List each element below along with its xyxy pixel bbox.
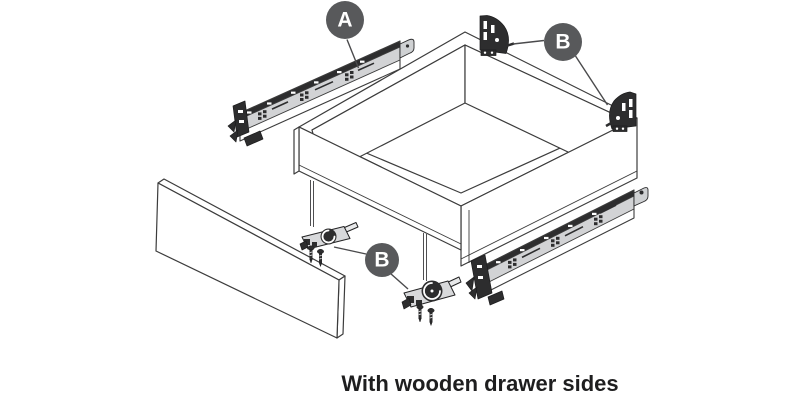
- slide-right-rear-tip: [633, 187, 649, 207]
- rear-bracket-top: [479, 15, 515, 56]
- drawer-box: [293, 31, 638, 267]
- badge-b-top: B: [544, 23, 582, 61]
- slide-right-flange-slots: [496, 212, 597, 264]
- slide-left-flange-slots: [247, 60, 365, 114]
- badge-b-top-label: B: [555, 31, 570, 54]
- badge-a-label: A: [337, 9, 352, 32]
- screw: [317, 249, 324, 268]
- screw: [416, 304, 424, 323]
- screw: [427, 308, 435, 327]
- alignment-guide-lines: [310, 180, 427, 281]
- slide-left-front-hooks: [227, 100, 264, 147]
- slide-right-front-hooks: [465, 254, 505, 306]
- locking-device-left: [299, 222, 359, 268]
- slide-left-hole-clusters: [258, 71, 354, 120]
- badge-a: A: [326, 1, 364, 39]
- screw: [307, 245, 315, 264]
- rear-bracket-right: [605, 91, 637, 132]
- leader-lines: [333, 39, 609, 290]
- locking-device-right: [401, 276, 462, 327]
- slide-left-rear-tip: [399, 38, 415, 59]
- slide-right-hole-clusters: [508, 215, 603, 269]
- caption: With wooden drawer sides: [341, 371, 618, 396]
- drawer-slide-right: [465, 187, 649, 306]
- badge-b-bottom: B: [365, 243, 399, 277]
- badge-b-bottom-label: B: [374, 249, 389, 272]
- drawer-slide-left: [227, 38, 415, 147]
- drawer-front-panel: [155, 178, 346, 339]
